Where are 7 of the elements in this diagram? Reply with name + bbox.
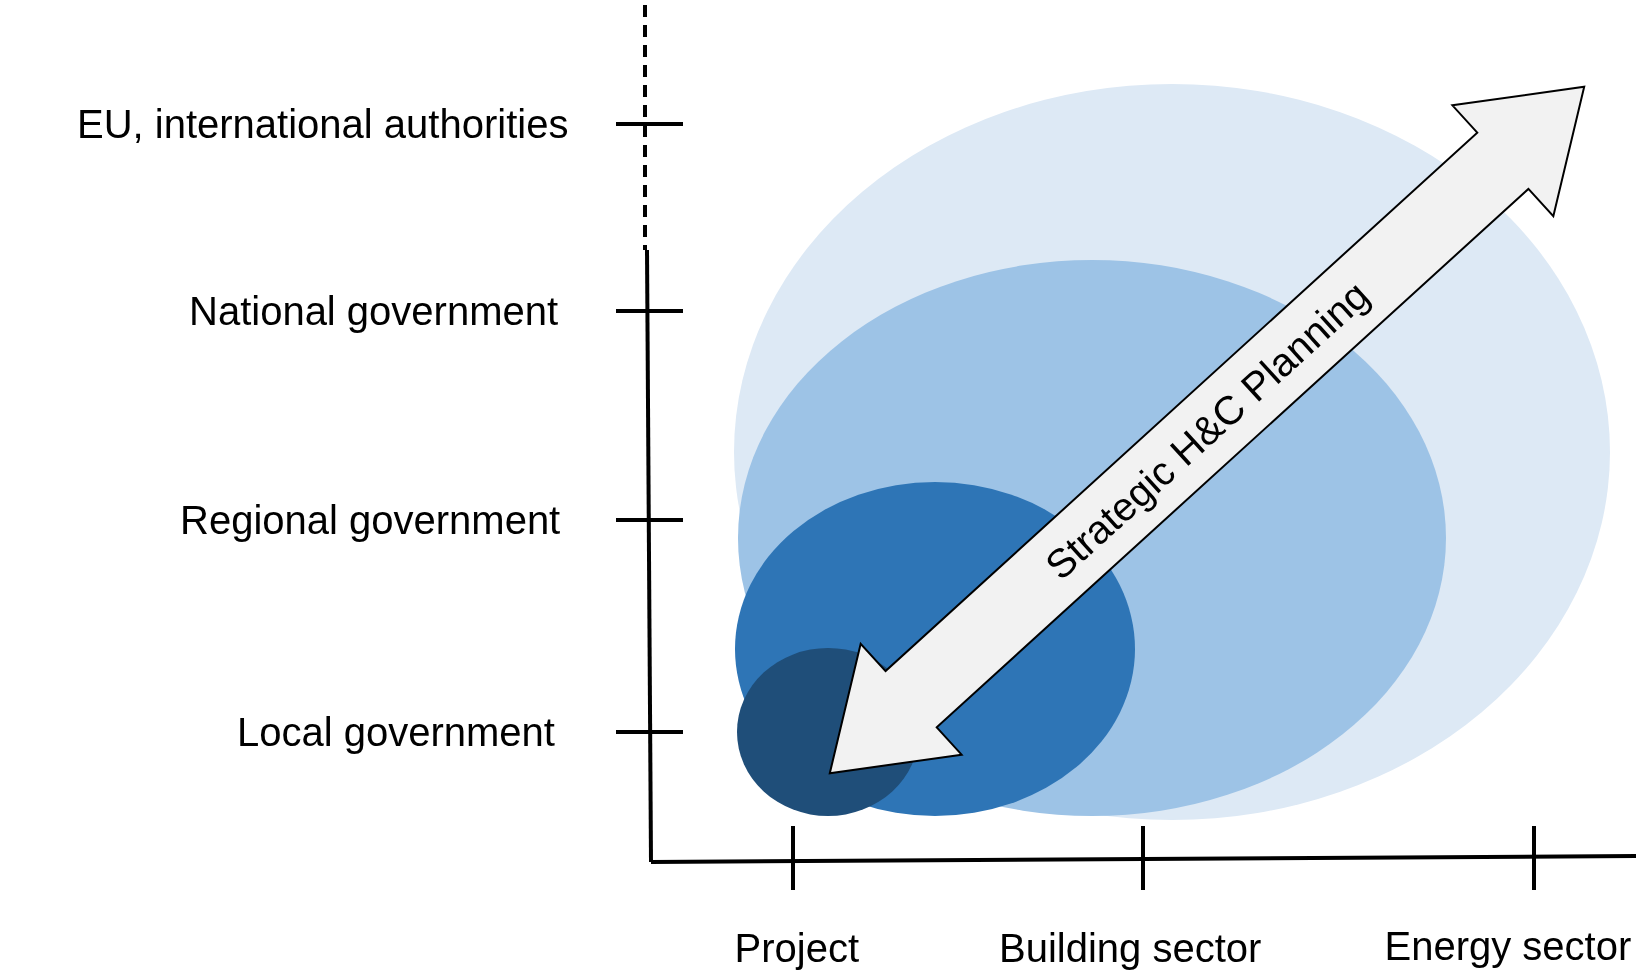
axis-label: Local government xyxy=(237,712,555,752)
axis-label: Regional government xyxy=(180,500,561,540)
axis-label: National government xyxy=(189,291,559,331)
axis-label: EU, international authorities xyxy=(77,104,569,144)
axis-label: Project xyxy=(734,928,859,968)
axis-label: Energy sector xyxy=(1384,926,1632,966)
axis-label: Building sector xyxy=(999,928,1262,968)
